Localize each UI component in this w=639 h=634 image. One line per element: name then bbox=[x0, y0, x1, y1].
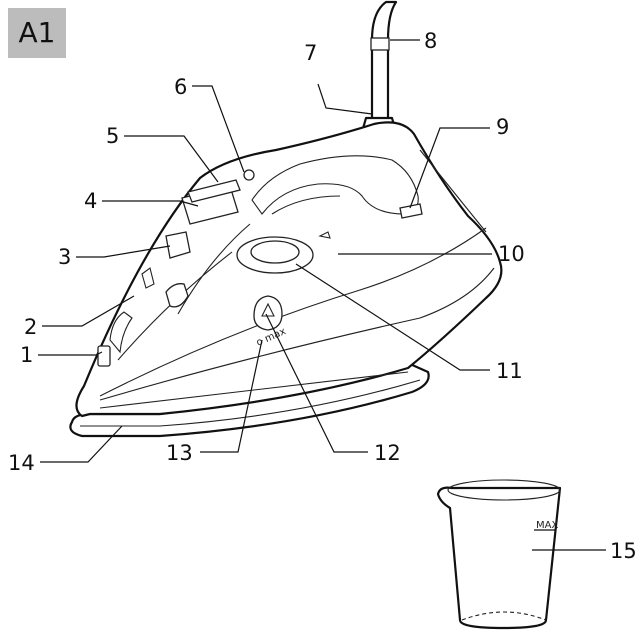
measuring-jug-15: MAX bbox=[436, 479, 562, 630]
spray-button-5 bbox=[187, 179, 241, 203]
callout-5: 5 bbox=[106, 124, 119, 148]
control-3 bbox=[165, 231, 191, 259]
callout-4: 4 bbox=[84, 189, 97, 213]
callout-9: 9 bbox=[496, 115, 509, 139]
slider-1 bbox=[97, 345, 111, 367]
jug-max-mark: MAX bbox=[536, 520, 558, 531]
callout-14: 14 bbox=[8, 451, 35, 475]
figure-badge: A1 bbox=[8, 8, 66, 58]
callout-11: 11 bbox=[496, 359, 523, 383]
power-cord bbox=[360, 0, 398, 134]
callout-6: 6 bbox=[174, 75, 187, 99]
callout-7: 7 bbox=[304, 41, 317, 65]
iron-body: MAX o max bbox=[75, 121, 503, 418]
callout-10: 10 bbox=[498, 242, 525, 266]
control-grip bbox=[165, 283, 189, 308]
indicator-6 bbox=[243, 169, 255, 181]
leader-lines bbox=[38, 39, 606, 551]
callout-2: 2 bbox=[24, 315, 37, 339]
callout-15: 15 bbox=[610, 539, 637, 563]
callout-13: 13 bbox=[166, 441, 193, 465]
callout-12: 12 bbox=[374, 441, 401, 465]
callout-8: 8 bbox=[424, 29, 437, 53]
spray-nozzle bbox=[141, 267, 155, 289]
thermostat-knob-12 bbox=[253, 295, 283, 331]
callout-labels: 1 2 3 4 5 6 7 8 9 10 11 12 13 14 15 bbox=[8, 29, 637, 563]
light-9 bbox=[399, 203, 423, 219]
callout-1: 1 bbox=[20, 343, 33, 367]
callout-3: 3 bbox=[58, 245, 71, 269]
